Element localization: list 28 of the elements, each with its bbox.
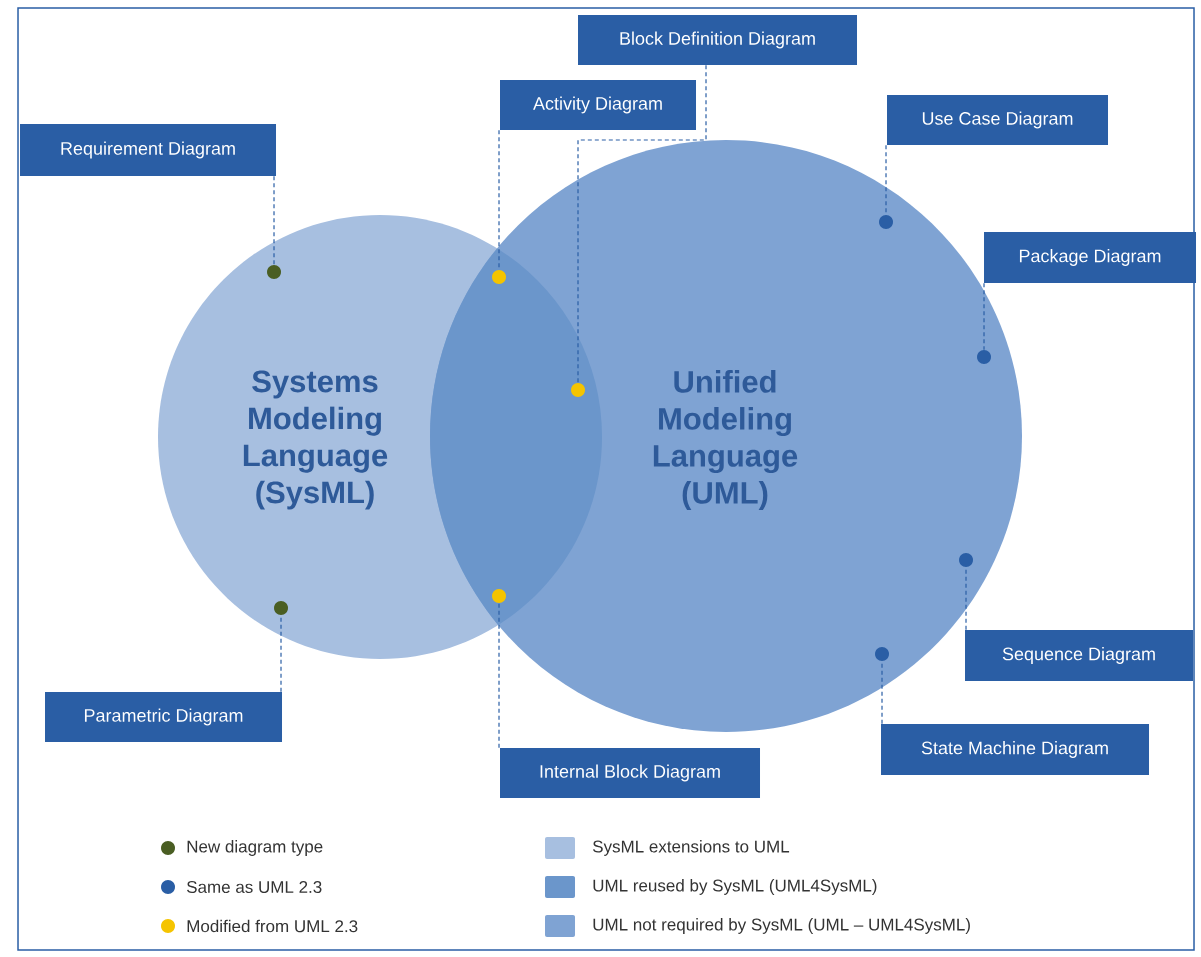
diagram-type-box: Activity Diagram [500,80,696,130]
leader-line [983,282,985,351]
diagram-type-box: Block Definition Diagram [578,15,857,65]
leader-line [577,64,707,384]
diagram-type-box: State Machine Diagram [881,724,1149,775]
diagram-type-box: Use Case Diagram [887,95,1108,145]
leader-line [273,175,275,266]
legend-item: New diagram type [161,840,323,856]
marker-dot [492,589,506,603]
legend-item: Modified from UML 2.3 [161,919,358,933]
diagram-type-box: Requirement Diagram [20,124,276,176]
marker-dot [571,383,585,397]
marker-dot [267,265,281,279]
marker-dot [274,601,288,615]
diagram-type-box: Internal Block Diagram [500,748,760,798]
marker-dot [959,553,973,567]
legend-item: UML not required by SysML (UML – UML4SysML) [545,915,970,937]
leader-line [498,602,500,749]
marker-dot [875,647,889,661]
marker-dot [977,350,991,364]
diagram-type-box: Parametric Diagram [45,692,282,742]
marker-dot [879,215,893,229]
legend-item: SysML extensions to UML [545,837,790,859]
legend-item: UML reused by SysML (UML4SysML) [545,876,877,898]
marker-dot [492,270,506,284]
diagram-type-box: Sequence Diagram [965,630,1193,681]
diagram-type-box: Package Diagram [984,232,1196,283]
legend-item: Same as UML 2.3 [161,880,322,894]
